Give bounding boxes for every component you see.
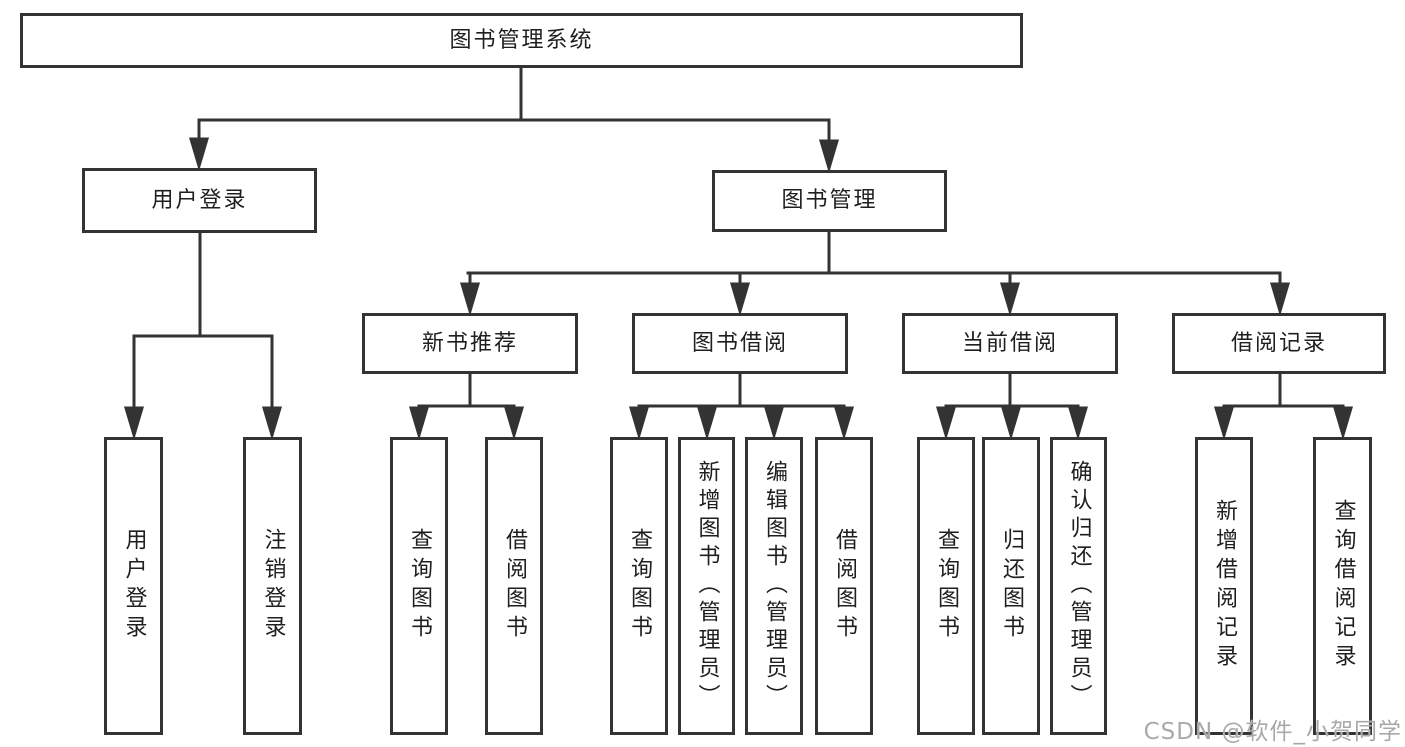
- node-user-login: 用户登录: [82, 168, 317, 233]
- leaf-query-books-recommend: 查询图书: [390, 437, 448, 735]
- leaf-confirm-return-admin: 确认归还（管理员）: [1050, 437, 1107, 735]
- leaf-edit-books-admin: 编辑图书（管理员）: [745, 437, 803, 735]
- node-current-borrowing: 当前借阅: [902, 313, 1118, 374]
- node-library-system: 图书管理系统: [20, 13, 1023, 68]
- leaf-return-books: 归还图书: [982, 437, 1040, 735]
- leaf-borrow-books-borrow: 借阅图书: [815, 437, 873, 735]
- leaf-add-books-admin: 新增图书（管理员）: [678, 437, 735, 735]
- leaf-user-login: 用户登录: [104, 437, 163, 735]
- leaf-query-borrow-record: 查询借阅记录: [1313, 437, 1372, 735]
- watermark-text: CSDN @软件_小贺同学: [1143, 719, 1402, 745]
- leaf-logout-login: 注销登录: [243, 437, 302, 735]
- leaf-query-books-borrow: 查询图书: [610, 437, 668, 735]
- leaf-query-books-current: 查询图书: [917, 437, 975, 735]
- leaf-borrow-books-recommend: 借阅图书: [485, 437, 543, 735]
- leaf-add-borrow-record: 新增借阅记录: [1195, 437, 1253, 735]
- node-book-management: 图书管理: [712, 170, 947, 232]
- node-new-book-recommend: 新书推荐: [362, 313, 578, 374]
- node-borrowing-records: 借阅记录: [1172, 313, 1386, 374]
- node-book-borrowing: 图书借阅: [632, 313, 848, 374]
